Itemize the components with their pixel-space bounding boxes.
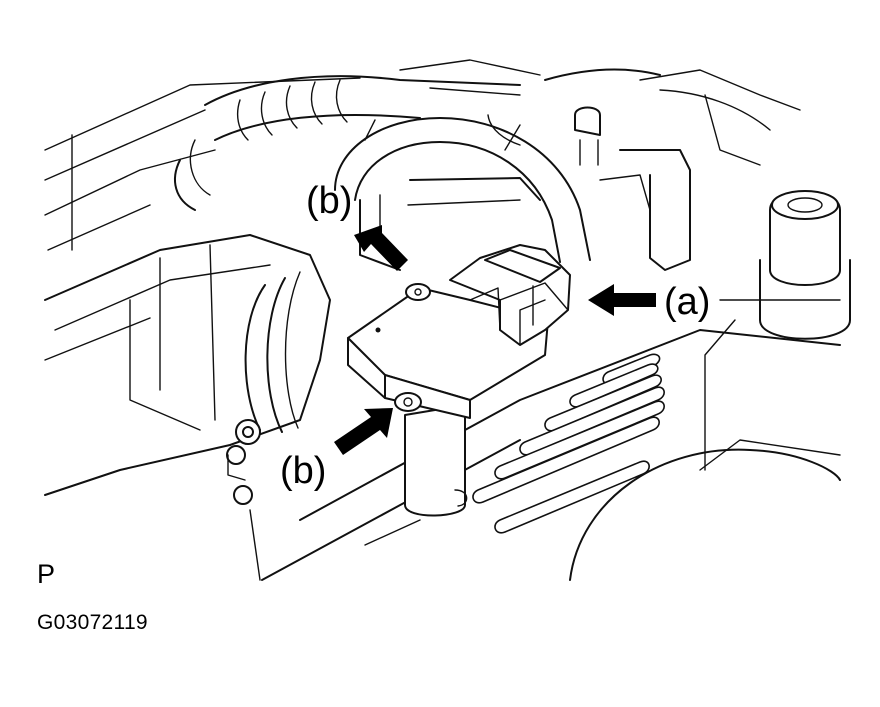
engine-bay-background [44,59,851,505]
air-flow-meter [347,244,571,517]
callout-arrow-a [588,284,656,316]
air-hose-loop [174,114,591,271]
callout-label-b-upper: (b) [306,180,352,222]
cover-plate [249,329,841,581]
figure-id: G03072119 [37,611,148,634]
callout-arrow-b-upper [354,225,408,271]
callout-label-a: (a) [664,281,710,323]
callout-label-b-lower: (b) [280,450,326,492]
corner-tag: P [37,559,56,589]
callout-arrow-b-lower [334,408,393,455]
